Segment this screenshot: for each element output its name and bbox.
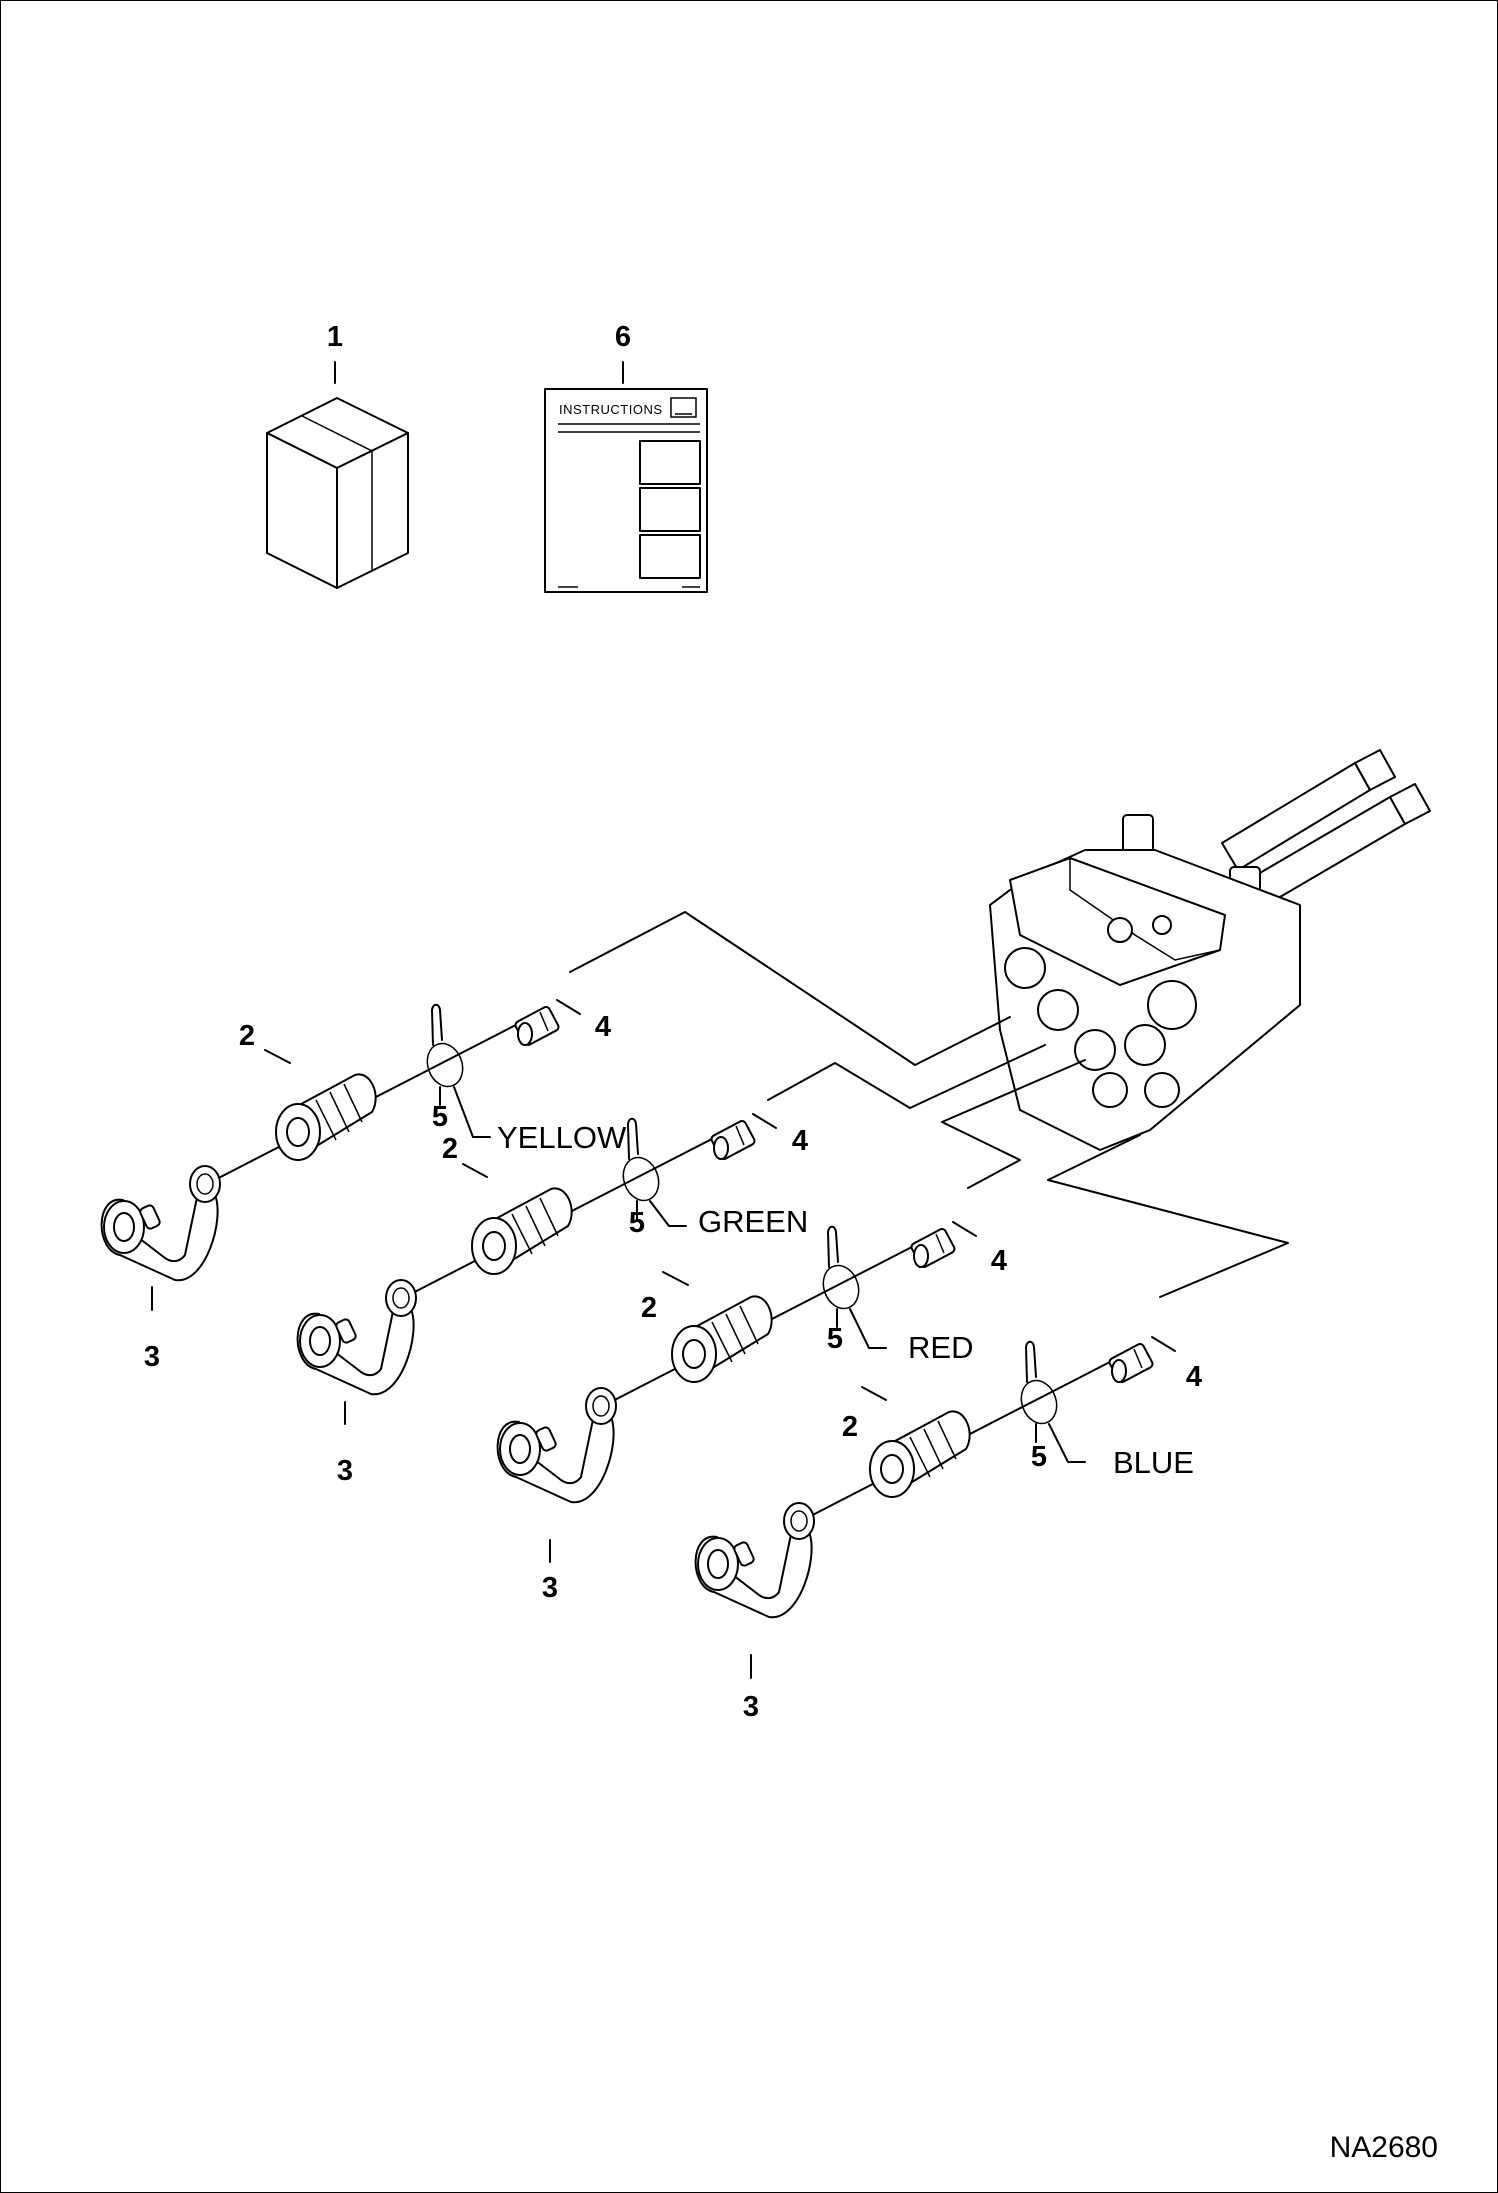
callout-coupler-red: 2	[641, 1292, 657, 1324]
line-yellow-route	[569, 911, 1011, 1066]
leaders-red	[549, 1221, 977, 1563]
label-green: GREEN	[698, 1204, 808, 1239]
callout-coupler-blue: 2	[842, 1411, 858, 1443]
line-green-route	[767, 1044, 1046, 1109]
callout-coupler-green: 2	[442, 1133, 458, 1165]
leaders-yellow	[151, 999, 581, 1311]
callout-kit: 1	[327, 321, 343, 353]
leaders-green	[344, 1113, 777, 1425]
callout-band-yellow: 5	[432, 1101, 448, 1133]
leaders-blue	[750, 1336, 1176, 1679]
callout-band-green: 5	[629, 1207, 645, 1239]
callout-cap-blue: 3	[743, 1691, 759, 1723]
drawing-code: NA2680	[1330, 2131, 1438, 2164]
callout-fitting-green: 4	[792, 1125, 808, 1157]
callout-manual: 6	[615, 321, 631, 353]
kit-box-icon	[266, 397, 409, 589]
callout-cap-green: 3	[337, 1455, 353, 1487]
line-blue-route	[1047, 1134, 1289, 1298]
valve-block	[989, 749, 1431, 1151]
callout-band-red: 5	[827, 1323, 843, 1355]
callout-coupler-yellow: 2	[239, 1020, 255, 1052]
label-yellow: YELLOW	[497, 1120, 627, 1155]
label-blue: BLUE	[1113, 1445, 1194, 1480]
callout-cap-yellow: 3	[144, 1341, 160, 1373]
callout-fitting-red: 4	[991, 1245, 1007, 1277]
callout-fitting-yellow: 4	[595, 1011, 611, 1043]
manual-icon	[544, 388, 708, 593]
callout-fitting-blue: 4	[1186, 1361, 1202, 1393]
callout-band-blue: 5	[1031, 1441, 1047, 1473]
callout-cap-red: 3	[542, 1572, 558, 1604]
assembly-blue	[694, 1340, 1155, 1619]
label-red: RED	[908, 1330, 973, 1365]
line-red-route	[941, 1059, 1086, 1189]
manual-heading: INSTRUCTIONS	[559, 402, 663, 417]
